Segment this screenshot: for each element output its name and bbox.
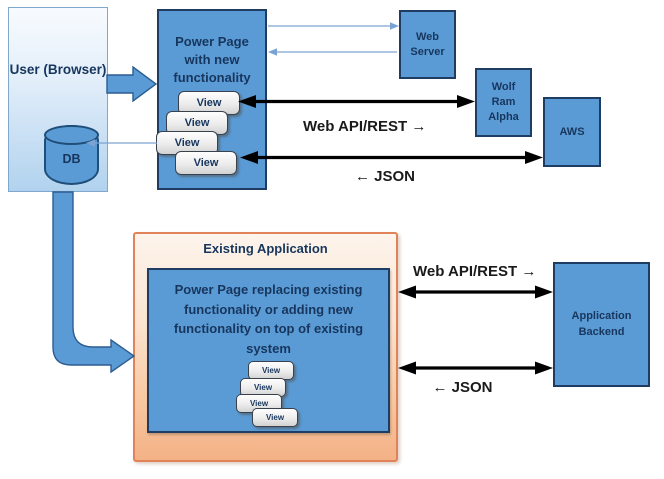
view-label: View: [193, 157, 219, 169]
powerpage-aws-arrow: [240, 151, 543, 164]
db-to-existing-application-arrow: [52, 191, 136, 374]
view-label: View: [265, 413, 285, 422]
wolf-ram-alpha-label: Wolf Ram Alpha: [488, 81, 519, 123]
aws-label: AWS: [559, 126, 585, 138]
web-server-label: Web Server: [410, 30, 445, 58]
view-label: View: [174, 137, 200, 149]
view-label: View: [253, 383, 273, 392]
web-api-rest-label-top: Web API/REST →: [303, 118, 427, 135]
aws-box: AWS: [543, 97, 601, 167]
power-page-existing-label: Power Page replacing existing functional…: [173, 282, 364, 356]
view-label: View: [249, 399, 269, 408]
db-label: DB: [62, 152, 81, 166]
powerpage-wolfram-arrow: [238, 95, 475, 108]
view-box: View: [175, 151, 237, 175]
application-backend-label: Application Backend: [571, 310, 632, 338]
user-browser-label: User (Browser): [9, 62, 107, 77]
existing-backend-response-arrow: [398, 361, 553, 375]
existing-backend-request-arrow: [398, 285, 553, 299]
view-label: View: [261, 366, 281, 375]
user-to-powerpage-arrow: [106, 65, 158, 103]
view-label: View: [184, 117, 210, 129]
view-label: View: [196, 97, 222, 109]
web-api-rest-label-bottom: Web API/REST →: [413, 263, 537, 280]
json-label-top: ← JSON: [354, 168, 415, 185]
power-page-existing-box: Power Page replacing existing functional…: [147, 268, 390, 433]
powerpage-to-webserver-arrow: [268, 22, 399, 30]
wolf-ram-alpha-box: Wolf Ram Alpha: [475, 68, 532, 137]
existing-application-title: Existing Application: [203, 241, 328, 256]
webserver-to-powerpage-arrow: [268, 48, 397, 56]
json-label-bottom: ← JSON: [432, 379, 493, 396]
application-backend-box: Application Backend: [553, 262, 650, 387]
view-box: View: [252, 408, 298, 427]
power-page-label: Power Page with new functionality: [173, 34, 251, 86]
web-server-box: Web Server: [399, 10, 456, 79]
db-cylinder: DB: [44, 125, 99, 185]
user-browser-box: User (Browser) DB: [8, 7, 108, 192]
